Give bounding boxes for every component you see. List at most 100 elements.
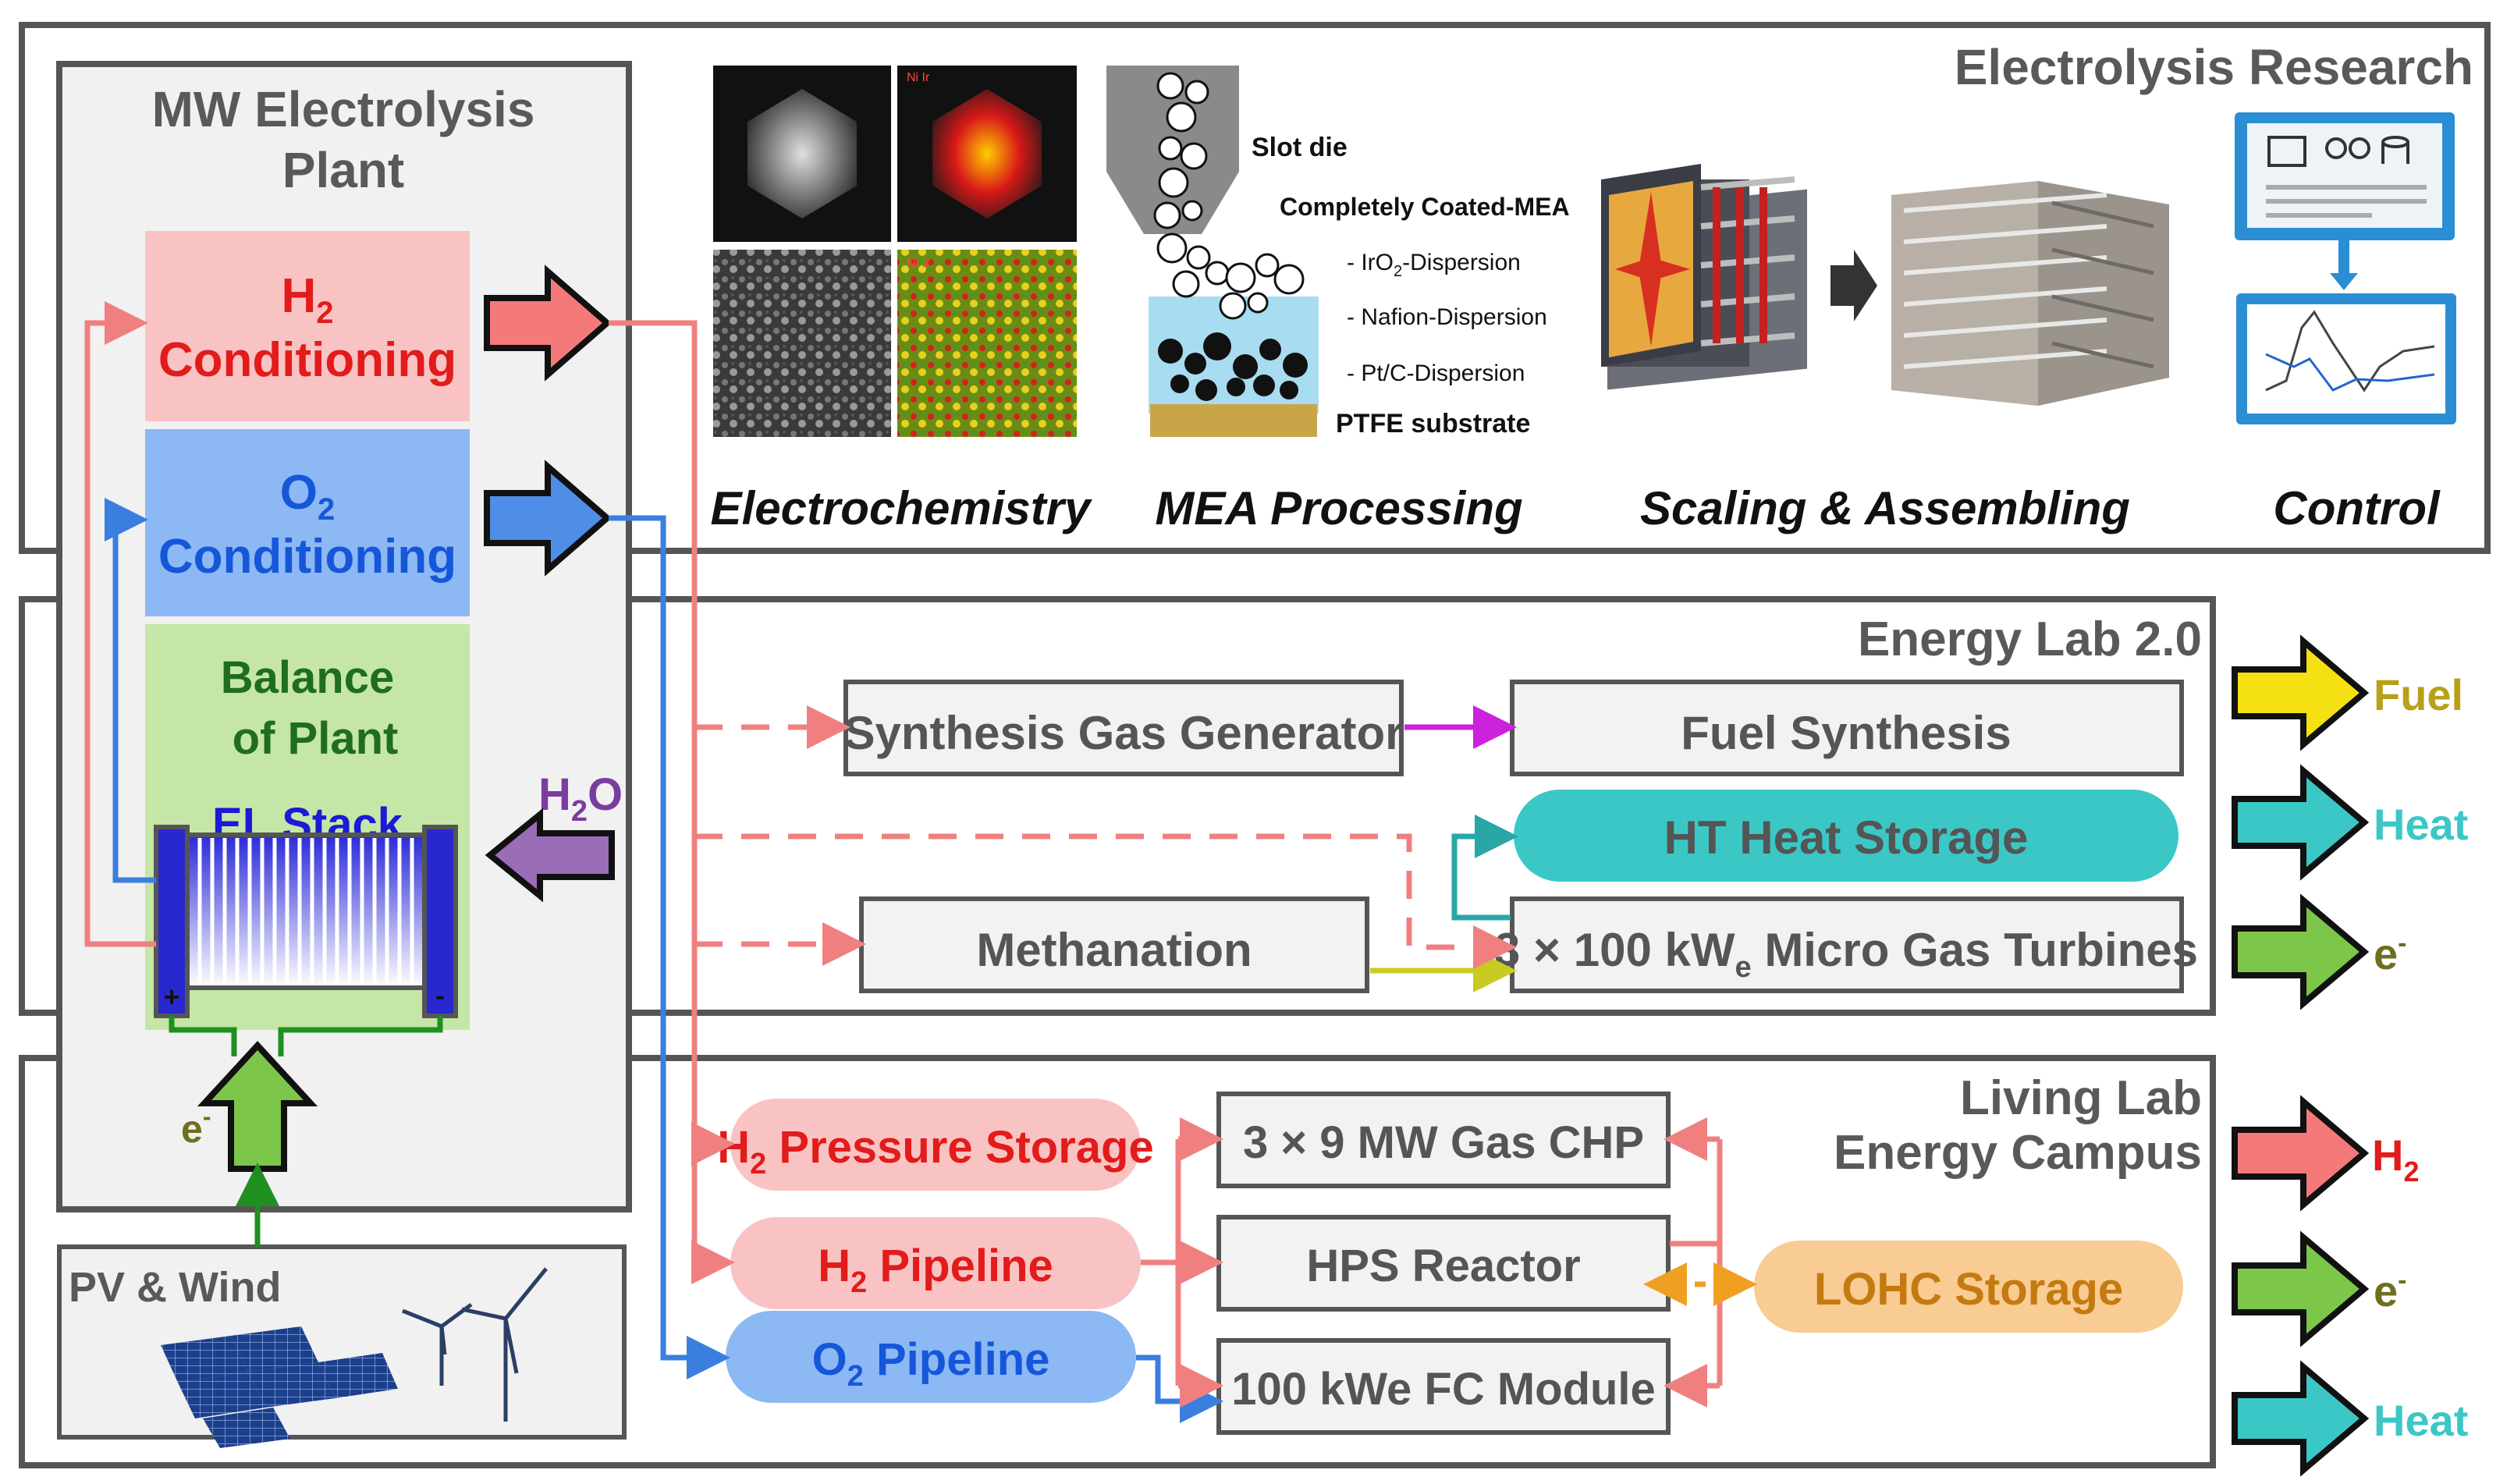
micrograph-porous-gray <box>713 250 891 437</box>
heat-output-arrow-2 <box>2232 1360 2370 1477</box>
o2-pipeline-label: O2 Pipeline <box>812 1334 1050 1393</box>
hps-reactor-box <box>1216 1215 1671 1312</box>
nafion-label: - Nafion-Dispersion <box>1347 304 1547 330</box>
ptc-label: - Pt/C-Dispersion <box>1347 360 1525 386</box>
ht-heat-storage-box <box>1514 790 2178 882</box>
o2-main-line <box>609 515 730 1379</box>
pv-wind-label: PV & Wind <box>69 1264 282 1311</box>
fuel-output-label: Fuel <box>2374 670 2463 719</box>
lohc-storage-label: LOHC Storage <box>1814 1264 2123 1315</box>
bop-line2: of Plant <box>233 713 399 764</box>
monitor-plot-curve <box>2265 310 2435 392</box>
o2-pipeline-box <box>726 1311 1136 1403</box>
plant-title-line1: MW Electrolysis <box>152 81 535 137</box>
electricity-output-arrow-1 <box>2232 893 2370 1010</box>
gas-chp-box <box>1216 1092 1671 1188</box>
o2-conditioning-label: Conditioning <box>158 530 456 584</box>
electricity-output-label-2: e- <box>2374 1266 2406 1315</box>
catalyst-particles <box>1158 332 1308 401</box>
ptfe-label: PTFE substrate <box>1336 409 1530 438</box>
synthesis-gas-box <box>843 680 1404 776</box>
ht-heat-storage-label: HT Heat Storage <box>1664 811 2029 864</box>
electron-input-label: e- <box>181 1102 211 1151</box>
campus-title-line2: Energy Campus <box>1834 1126 2202 1180</box>
h2-pressure-storage-box <box>730 1099 1141 1191</box>
h2-conditioning-box <box>145 231 470 421</box>
micrograph-porous-color <box>897 250 1077 437</box>
h2-main-line <box>609 320 735 1284</box>
h2-internal-line <box>84 301 156 947</box>
stack-plus: + <box>163 981 179 1013</box>
water-label: H2O <box>538 769 623 828</box>
fc-module-label: 100 kWe FC Module <box>1231 1364 1656 1415</box>
gas-turbines-label: 3 × 100 kWe Micro Gas Turbines <box>1494 924 2198 984</box>
electrochemistry-micrographs: Ni Ir Ni Ir <box>713 66 1077 437</box>
bop-line1: Balance <box>221 652 394 703</box>
hexagon-particle-color <box>932 89 1042 218</box>
control-monitors <box>2235 112 2456 424</box>
h2-output-arrow-right <box>2232 1095 2370 1212</box>
hps-reactor-label: HPS Reactor <box>1306 1241 1580 1291</box>
pv-wind-frame <box>57 1244 627 1440</box>
solar-panels <box>161 1326 398 1448</box>
h2-conditioning-label: Conditioning <box>158 333 456 387</box>
lohc-storage-box <box>1754 1241 2183 1333</box>
h2-output-arrow <box>484 264 613 382</box>
h2-conditioning-chem: H2 <box>281 269 333 330</box>
micrograph-label-2: Ni Ir <box>907 257 930 270</box>
h2-to-turbines-line <box>694 833 1517 969</box>
stack-cells <box>185 833 427 990</box>
stack-power-wiring <box>169 1016 443 1056</box>
campus-title-line1: Living Lab <box>1960 1071 2202 1125</box>
el-stack: + - <box>154 825 458 1018</box>
heat-output-label-2: Heat <box>2374 1396 2468 1445</box>
slot-die-label: Slot die <box>1252 133 1348 162</box>
h2-pipeline-label: H2 Pipeline <box>818 1241 1053 1299</box>
heat-output-label-1: Heat <box>2374 800 2468 849</box>
fuel-output-arrow <box>2232 634 2370 751</box>
water-inlet-arrow <box>485 808 615 903</box>
micrograph-label-1: Ni Ir <box>907 71 930 84</box>
mea-process-illustration: Slot die Completely Coated-MEA - IrO2-Di… <box>1106 66 1570 438</box>
stack-assembled-view <box>1891 181 2169 406</box>
energy-lab-title: Energy Lab 2.0 <box>1858 612 2202 666</box>
iro2-label: - IrO2-Dispersion <box>1347 250 1521 280</box>
electricity-output-label-1: e- <box>2374 928 2406 978</box>
ptfe-substrate <box>1150 404 1317 437</box>
turbines-to-heat-storage-line <box>1451 815 1518 921</box>
computer-icon <box>2267 136 2306 167</box>
o2-conditioning-chem: O2 <box>280 466 335 527</box>
hexagon-particle-gray <box>747 89 857 218</box>
energy-lab-outputs: Fuel Heat e- <box>2232 634 2468 1010</box>
o2-conditioning-box <box>145 429 470 616</box>
campus-outputs: H2 e- Heat <box>2232 1095 2468 1477</box>
research-title: Electrolysis Research <box>1955 39 2473 95</box>
heat-output-arrow-1 <box>2232 764 2370 881</box>
h2-pressure-storage-label: H2 Pressure Storage <box>717 1122 1154 1180</box>
wind-turbines <box>402 1267 548 1422</box>
gas-turbines-box <box>1510 896 2184 993</box>
stage-control: Control <box>2273 482 2441 534</box>
stage-electrochemistry: Electrochemistry <box>711 482 1093 534</box>
h2-output-label: H2 <box>2372 1131 2419 1188</box>
coated-mea-label: Completely Coated-MEA <box>1280 193 1570 221</box>
stack-exploded-view <box>1601 164 1807 390</box>
electricity-output-arrow-2 <box>2232 1230 2370 1347</box>
methanation-label: Methanation <box>976 924 1252 976</box>
methanation-box <box>859 896 1369 993</box>
stage-mea-processing: MEA Processing <box>1155 482 1522 534</box>
stack-minus: - <box>435 979 445 1011</box>
h2-pipeline-box <box>730 1217 1141 1309</box>
mea-particles <box>1153 72 1305 320</box>
plant-title-line2: Plant <box>282 142 404 198</box>
stage-scaling-assembling: Scaling & Assembling <box>1640 482 2130 534</box>
stack-assembly-illustration <box>1601 164 2169 406</box>
synthesis-gas-label: Synthesis Gas Generator <box>844 707 1404 759</box>
gas-chp-label: 3 × 9 MW Gas CHP <box>1243 1117 1644 1168</box>
o2-internal-line <box>105 498 156 883</box>
assembly-arrow <box>1830 250 1877 321</box>
o2-output-arrow <box>484 460 613 577</box>
users-icon <box>2325 137 2347 159</box>
fuel-synthesis-label: Fuel Synthesis <box>1681 707 2011 759</box>
